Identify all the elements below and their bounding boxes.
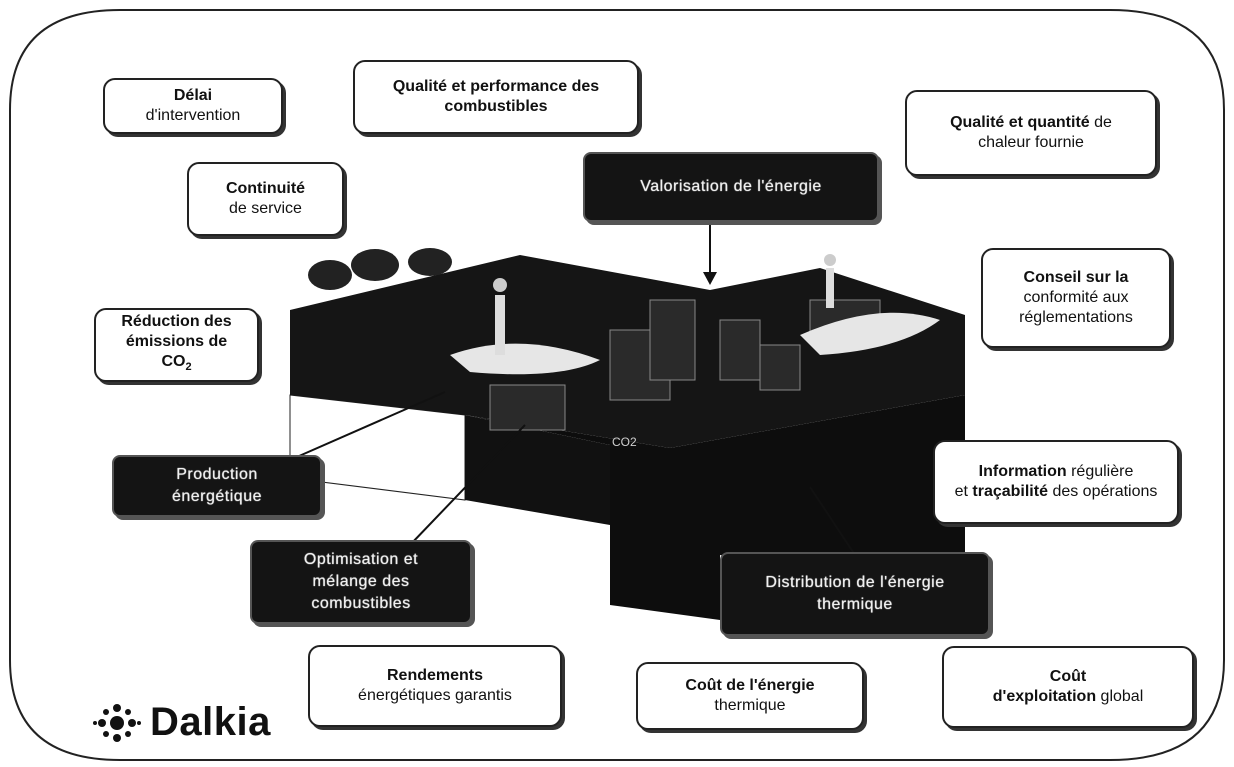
qc-t2: de — [1094, 114, 1112, 131]
dalkia-logo-text: Dalkia — [150, 700, 271, 744]
box-conseil-text: conformité aux réglementations — [1019, 289, 1133, 326]
dalkia-logo: Dalkia — [92, 700, 271, 745]
box-conseil-conformite: Conseil sur la conformité aux réglementa… — [981, 248, 1171, 348]
label-optimisation-line2: mélange des — [312, 573, 410, 590]
box-continuite-bold: Continuité — [225, 180, 306, 197]
box-reduction-bold: Réduction des émissions de — [121, 313, 232, 351]
label-optimisation-line1: Optimisation et — [303, 551, 419, 568]
connector-distribution — [809, 486, 856, 556]
plant-block-slab — [465, 415, 610, 525]
label-production-line2: énergétique — [171, 488, 262, 505]
label-valorisation-text: Valorisation de l'énergie — [640, 178, 822, 195]
qc-t1: et — [1008, 114, 1023, 131]
box-reduction-co2: Réduction des émissions de CO2 — [94, 308, 259, 382]
dalkia-logo-icon — [93, 703, 141, 742]
box-rendements-bold: Rendements — [386, 667, 484, 684]
label-valorisation-energie: Valorisation de l'énergie — [583, 152, 879, 222]
label-optimisation-line3: combustibles — [311, 595, 411, 612]
qc-b2: quantité — [1027, 114, 1090, 131]
box-cout-energie-bold: Coût de l'énergie — [685, 677, 815, 694]
connector-optimisation — [409, 424, 526, 546]
connector-arrowhead — [703, 272, 717, 285]
box-cout-energie-text: thermique — [714, 697, 786, 714]
box-cout-exploitation-text: global — [1100, 688, 1144, 705]
box-reduction-co: CO — [161, 353, 186, 371]
box-delai-bold: Délai — [173, 87, 213, 104]
info-t3: des opérations — [1052, 483, 1158, 500]
plant-co2-label: CO2 — [612, 435, 637, 449]
chimney-left — [495, 295, 505, 355]
box-rendements: Rendements énergétiques garantis — [308, 645, 562, 727]
box-delai-intervention: Délai d'intervention — [103, 78, 283, 134]
box-continuite-text: de service — [229, 200, 302, 217]
chimney-right — [826, 268, 834, 308]
label-production-line1: Production — [176, 466, 258, 483]
box-delai-text: d'intervention — [145, 107, 241, 124]
box-reduction-sub: 2 — [185, 361, 192, 374]
label-optimisation-melange: Optimisation et mélange des combustibles — [250, 540, 472, 624]
info-t1: régulière — [1071, 463, 1134, 480]
label-distribution-line1: Distribution de l'énergie — [765, 574, 945, 591]
label-production-energetique: Production énergétique — [112, 455, 322, 517]
connector-production — [289, 391, 446, 461]
qc-b1: Qualité — [950, 114, 1005, 131]
box-cout-exploitation-b2: d'exploitation — [992, 688, 1097, 705]
info-b1: Information — [978, 463, 1067, 480]
box-qualite-combustibles-text: Qualité et performance des combustibles — [392, 78, 600, 115]
box-information-tracabilite: Information régulière et traçabilité des… — [933, 440, 1179, 524]
box-cout-energie: Coût de l'énergie thermique — [636, 662, 864, 730]
box-conseil-bold: Conseil sur la — [1023, 269, 1129, 286]
info-t2: et — [954, 483, 968, 500]
info-b2: traçabilité — [972, 483, 1048, 500]
box-cout-exploitation-b1: Coût — [1049, 668, 1087, 685]
box-cout-exploitation: Coût d'exploitation global — [942, 646, 1194, 728]
qc-t3: chaleur fournie — [978, 134, 1084, 151]
trees — [308, 248, 452, 290]
box-continuite-service: Continuité de service — [187, 162, 344, 236]
label-distribution-energie: Distribution de l'énergie thermique — [720, 552, 990, 636]
box-qualite-chaleur: Qualité et quantité de chaleur fournie — [905, 90, 1157, 176]
label-distribution-line2: thermique — [817, 596, 893, 613]
roads — [450, 343, 600, 375]
buildings — [489, 299, 881, 431]
box-qualite-combustibles: Qualité et performance des combustibles — [353, 60, 639, 134]
outer-frame — [9, 9, 1225, 761]
box-rendements-text: énergétiques garantis — [358, 687, 512, 704]
